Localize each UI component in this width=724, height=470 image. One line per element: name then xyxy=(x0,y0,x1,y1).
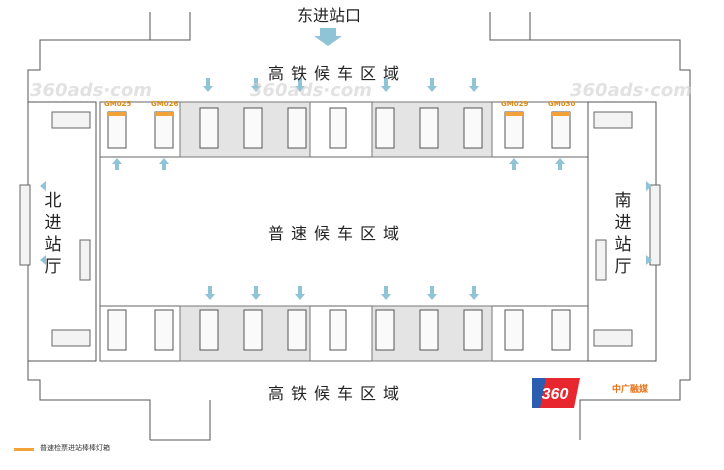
watermark: 360ads·com xyxy=(30,80,152,101)
building-outline xyxy=(27,39,190,440)
high-speed-area-bottom xyxy=(99,305,621,362)
360-logo: 360 xyxy=(532,378,580,408)
building-outline xyxy=(530,39,691,440)
south-hall-label: 南进站厅 xyxy=(614,191,632,277)
gate-units-top xyxy=(107,107,571,149)
building-outline xyxy=(489,12,531,41)
high-speed-area-bottom-label: 高铁候车区域 xyxy=(268,384,407,403)
high-speed-area-top-label: 高铁候车区域 xyxy=(268,64,407,83)
high-speed-area-top xyxy=(99,101,621,158)
north-hall-label: 北进站厅 xyxy=(44,191,62,277)
east-entrance-label: 东进站口 xyxy=(297,6,362,25)
building-outline xyxy=(149,12,191,41)
legend-label: 普速检票进站棒棒灯箱 xyxy=(40,444,110,452)
side-gates xyxy=(19,111,661,347)
gate-units-bottom xyxy=(107,309,571,351)
normal-speed-area-label: 普速候车区域 xyxy=(268,224,407,243)
gm-label: GM029 xyxy=(501,100,529,108)
watermark: 360ads·com xyxy=(570,80,692,101)
ad-lightbox xyxy=(108,112,570,116)
watermark: 360ads·com xyxy=(250,80,372,101)
svg-text:360: 360 xyxy=(542,386,569,403)
brand-text: 中广融媒 xyxy=(612,385,649,395)
gm-label: GM026 xyxy=(151,100,179,108)
building-outline xyxy=(150,400,211,441)
gm-label: GM030 xyxy=(548,100,576,108)
legend-swatch xyxy=(14,448,34,451)
gm-label: GM025 xyxy=(104,100,132,108)
flow-arrows xyxy=(40,28,652,300)
north-hall-box xyxy=(27,101,97,362)
